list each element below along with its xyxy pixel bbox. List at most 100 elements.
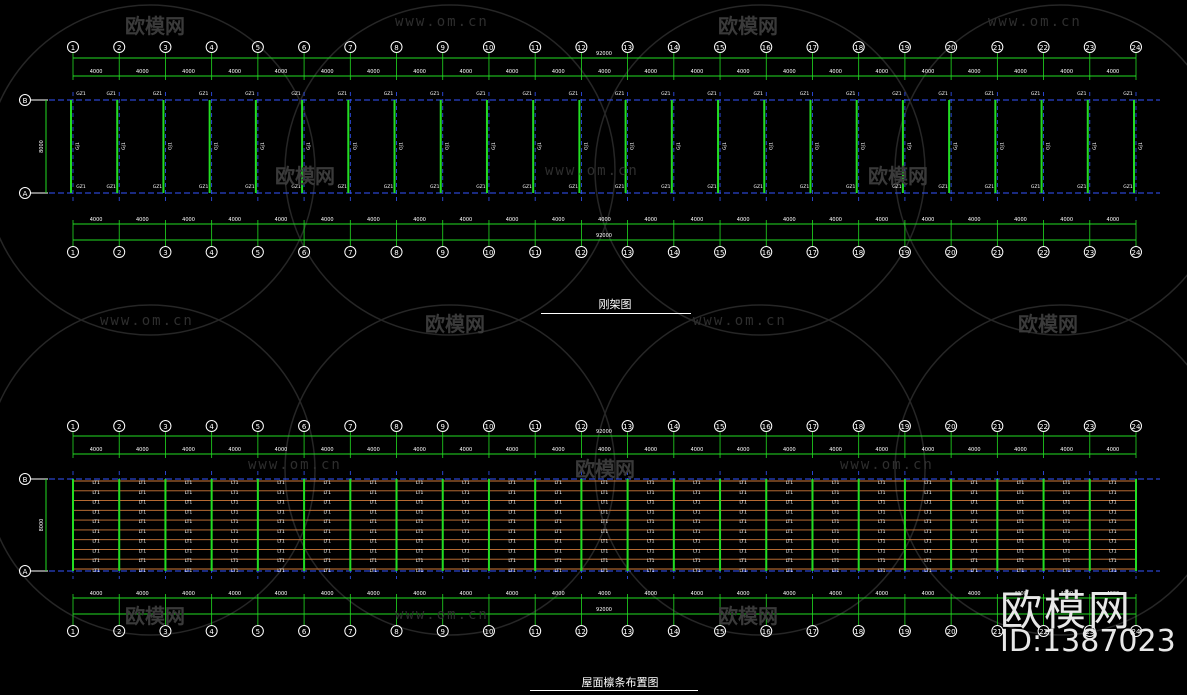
span-dimension-bottom: 4000 <box>922 591 935 597</box>
purlin-tag: LT1 <box>370 529 378 535</box>
span-dimension-bottom: 4000 <box>644 591 657 597</box>
purlin-tag: LT1 <box>416 529 424 535</box>
purlin-tag: LT1 <box>739 558 747 564</box>
axis-bubble-bottom <box>436 625 449 637</box>
axis-label-bottom: 10 <box>484 249 493 257</box>
column-tag-bottom: GZ1 <box>1077 184 1087 190</box>
span-dimension-bottom: 4000 <box>90 591 103 597</box>
watermark-circle <box>284 304 616 636</box>
purlin-tag: LT1 <box>601 539 609 545</box>
purlin-tag: LT1 <box>462 519 470 525</box>
purlin-tag: LT1 <box>555 509 563 515</box>
column-tag-bottom: GZ1 <box>245 184 255 190</box>
column-tag-top: GZ1 <box>245 91 255 97</box>
frame-tag: GJ1 <box>722 142 728 150</box>
axis-label-top: 18 <box>854 423 863 431</box>
width-dimension: 8000 <box>39 140 45 153</box>
span-dimension-bottom: 4000 <box>968 591 981 597</box>
watermark-brand: 欧模网 <box>425 312 485 336</box>
column-tag-bottom: GZ1 <box>846 184 856 190</box>
purlin-tag: LT1 <box>370 509 378 515</box>
axis-bubble-top <box>159 420 172 432</box>
axis-label-bottom: 24 <box>1132 249 1141 257</box>
purlin-tag: LT1 <box>1109 490 1117 496</box>
purlin-tag: LT1 <box>139 490 147 496</box>
purlin-tag: LT1 <box>832 539 840 545</box>
purlin-tag: LT1 <box>555 568 563 574</box>
axis-bubble-top <box>390 41 403 53</box>
watermark-url: www.om.cn <box>395 14 489 30</box>
axis-label-top: 20 <box>947 423 956 431</box>
frame-tag: GJ1 <box>399 142 405 150</box>
axis-bubble-bottom <box>67 246 79 258</box>
axis-bubble-bottom <box>575 246 588 258</box>
total-dimension-top: 92000 <box>596 51 612 57</box>
span-dimension-top: 4000 <box>644 69 657 75</box>
axis-bubble-top <box>436 420 449 432</box>
purlin-tag: LT1 <box>555 500 563 506</box>
axis-label-bottom: 17 <box>808 628 817 636</box>
axis-bubble-top <box>482 420 495 432</box>
purlin-tag: LT1 <box>370 568 378 574</box>
frame-tag: GJ1 <box>121 142 127 150</box>
purlin-tag: LT1 <box>92 519 100 525</box>
axis-label-top: 8 <box>394 423 398 431</box>
purlin-tag: LT1 <box>878 480 886 486</box>
span-dimension-bottom: 4000 <box>691 217 704 223</box>
purlin-tag: LT1 <box>555 519 563 525</box>
axis-label-bottom: 12 <box>577 249 586 257</box>
axis-bubble-top <box>529 420 542 432</box>
axis-label-top: 5 <box>256 44 260 52</box>
purlin-tag: LT1 <box>508 480 516 486</box>
column-tag-bottom: GZ1 <box>892 184 902 190</box>
frame-plan-title-underline <box>541 313 691 314</box>
purlin-tag: LT1 <box>1017 500 1025 506</box>
axis-bubble-bottom <box>714 625 727 637</box>
watermark-brand: 欧模网 <box>125 604 185 628</box>
axis-label-top: 17 <box>808 44 817 52</box>
purlin-tag: LT1 <box>185 519 193 525</box>
column-tag-bottom: GZ1 <box>476 184 486 190</box>
purlin-tag: LT1 <box>416 539 424 545</box>
purlin-tag: LT1 <box>601 509 609 515</box>
axis-bubble-top <box>714 41 727 53</box>
purlin-tag: LT1 <box>1063 539 1071 545</box>
purlin-tag: LT1 <box>1109 509 1117 515</box>
frame-tag: GJ1 <box>75 142 81 150</box>
watermark-circle <box>894 304 1187 636</box>
axis-label-bottom: 15 <box>716 249 725 257</box>
purlin-tag: LT1 <box>832 509 840 515</box>
frame-tag: GJ1 <box>214 142 220 150</box>
axis-label-bottom: 23 <box>1085 628 1094 636</box>
purlin-tag: LT1 <box>277 539 285 545</box>
axis-bubble-top <box>298 420 311 432</box>
watermark-url: www.om.cn <box>100 313 194 329</box>
axis-bubble-top <box>945 41 958 53</box>
column-tag-bottom: GZ1 <box>754 184 764 190</box>
purlin-tag: LT1 <box>832 529 840 535</box>
purlin-tag: LT1 <box>231 529 239 535</box>
watermark-brand: 欧模网 <box>1018 312 1078 336</box>
purlin-tag: LT1 <box>1017 509 1025 515</box>
axis-label-bottom: 9 <box>441 249 445 257</box>
purlin-tag: LT1 <box>924 558 932 564</box>
frame-tag: GJ1 <box>260 142 266 150</box>
axis-bubble-top <box>482 41 495 53</box>
purlin-tag: LT1 <box>1109 500 1117 506</box>
axis-bubble-top <box>575 41 588 53</box>
axis-label-top: 9 <box>441 423 445 431</box>
span-dimension-top: 4000 <box>922 447 935 453</box>
axis-label-top: 10 <box>484 423 493 431</box>
span-dimension-bottom: 4000 <box>737 217 750 223</box>
span-dimension-top: 4000 <box>90 447 103 453</box>
axis-bubble-bottom <box>205 625 218 637</box>
axis-bubble-top <box>575 420 588 432</box>
purlin-tag: LT1 <box>693 490 701 496</box>
purlin-tag: LT1 <box>277 500 285 506</box>
purlin-tag: LT1 <box>1063 568 1071 574</box>
span-dimension-top: 4000 <box>275 69 288 75</box>
total-dimension-bottom: 92000 <box>596 233 612 239</box>
axis-bubble-bottom <box>1037 246 1050 258</box>
purlin-plan: 1122334455667788991010111112121313141415… <box>19 420 1160 637</box>
total-dimension-top: 92000 <box>596 429 612 435</box>
